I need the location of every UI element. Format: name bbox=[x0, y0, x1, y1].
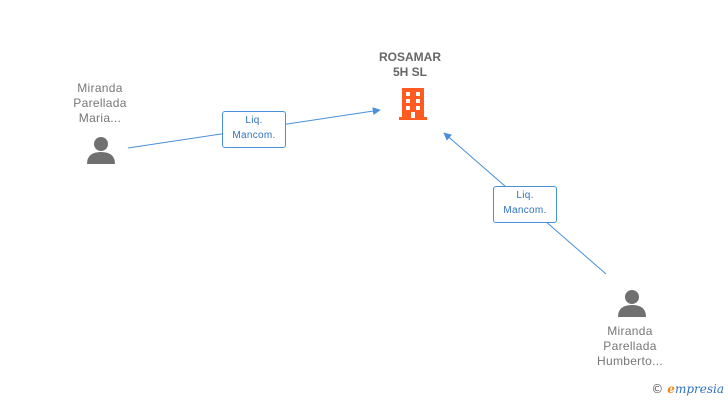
person-name-line3: Humberto... bbox=[597, 354, 663, 368]
building-icon[interactable] bbox=[397, 86, 429, 120]
person-icon[interactable] bbox=[617, 289, 647, 317]
company-name-line2: 5H SL bbox=[392, 65, 427, 79]
brand-name: mpresia bbox=[674, 382, 724, 396]
person-name-line1: Miranda bbox=[607, 324, 653, 338]
relation-label-maria[interactable]: Liq. Mancom. bbox=[222, 111, 286, 148]
relation-line1: Liq. bbox=[245, 115, 263, 126]
person-name-line2: Parellada bbox=[603, 339, 657, 353]
person-name-humberto[interactable]: Miranda Parellada Humberto... bbox=[580, 324, 680, 369]
relation-line2: Mancom. bbox=[232, 130, 276, 141]
relation-line2: Mancom. bbox=[503, 205, 547, 216]
company-name[interactable]: ROSAMAR 5H SL bbox=[360, 50, 460, 80]
brand-initial: e bbox=[667, 382, 675, 396]
company-name-line1: ROSAMAR bbox=[379, 50, 441, 64]
person-name-line3: Maria... bbox=[78, 111, 122, 125]
empresia-logo: ©empresia bbox=[651, 382, 724, 396]
person-icon[interactable] bbox=[86, 136, 116, 164]
copyright-symbol: © bbox=[651, 382, 664, 396]
person-name-line2: Parellada bbox=[73, 96, 127, 110]
person-name-maria[interactable]: Miranda Parellada Maria... bbox=[50, 81, 150, 126]
person-name-line1: Miranda bbox=[77, 81, 123, 95]
relation-label-humberto[interactable]: Liq. Mancom. bbox=[493, 186, 557, 223]
relation-line1: Liq. bbox=[516, 190, 534, 201]
